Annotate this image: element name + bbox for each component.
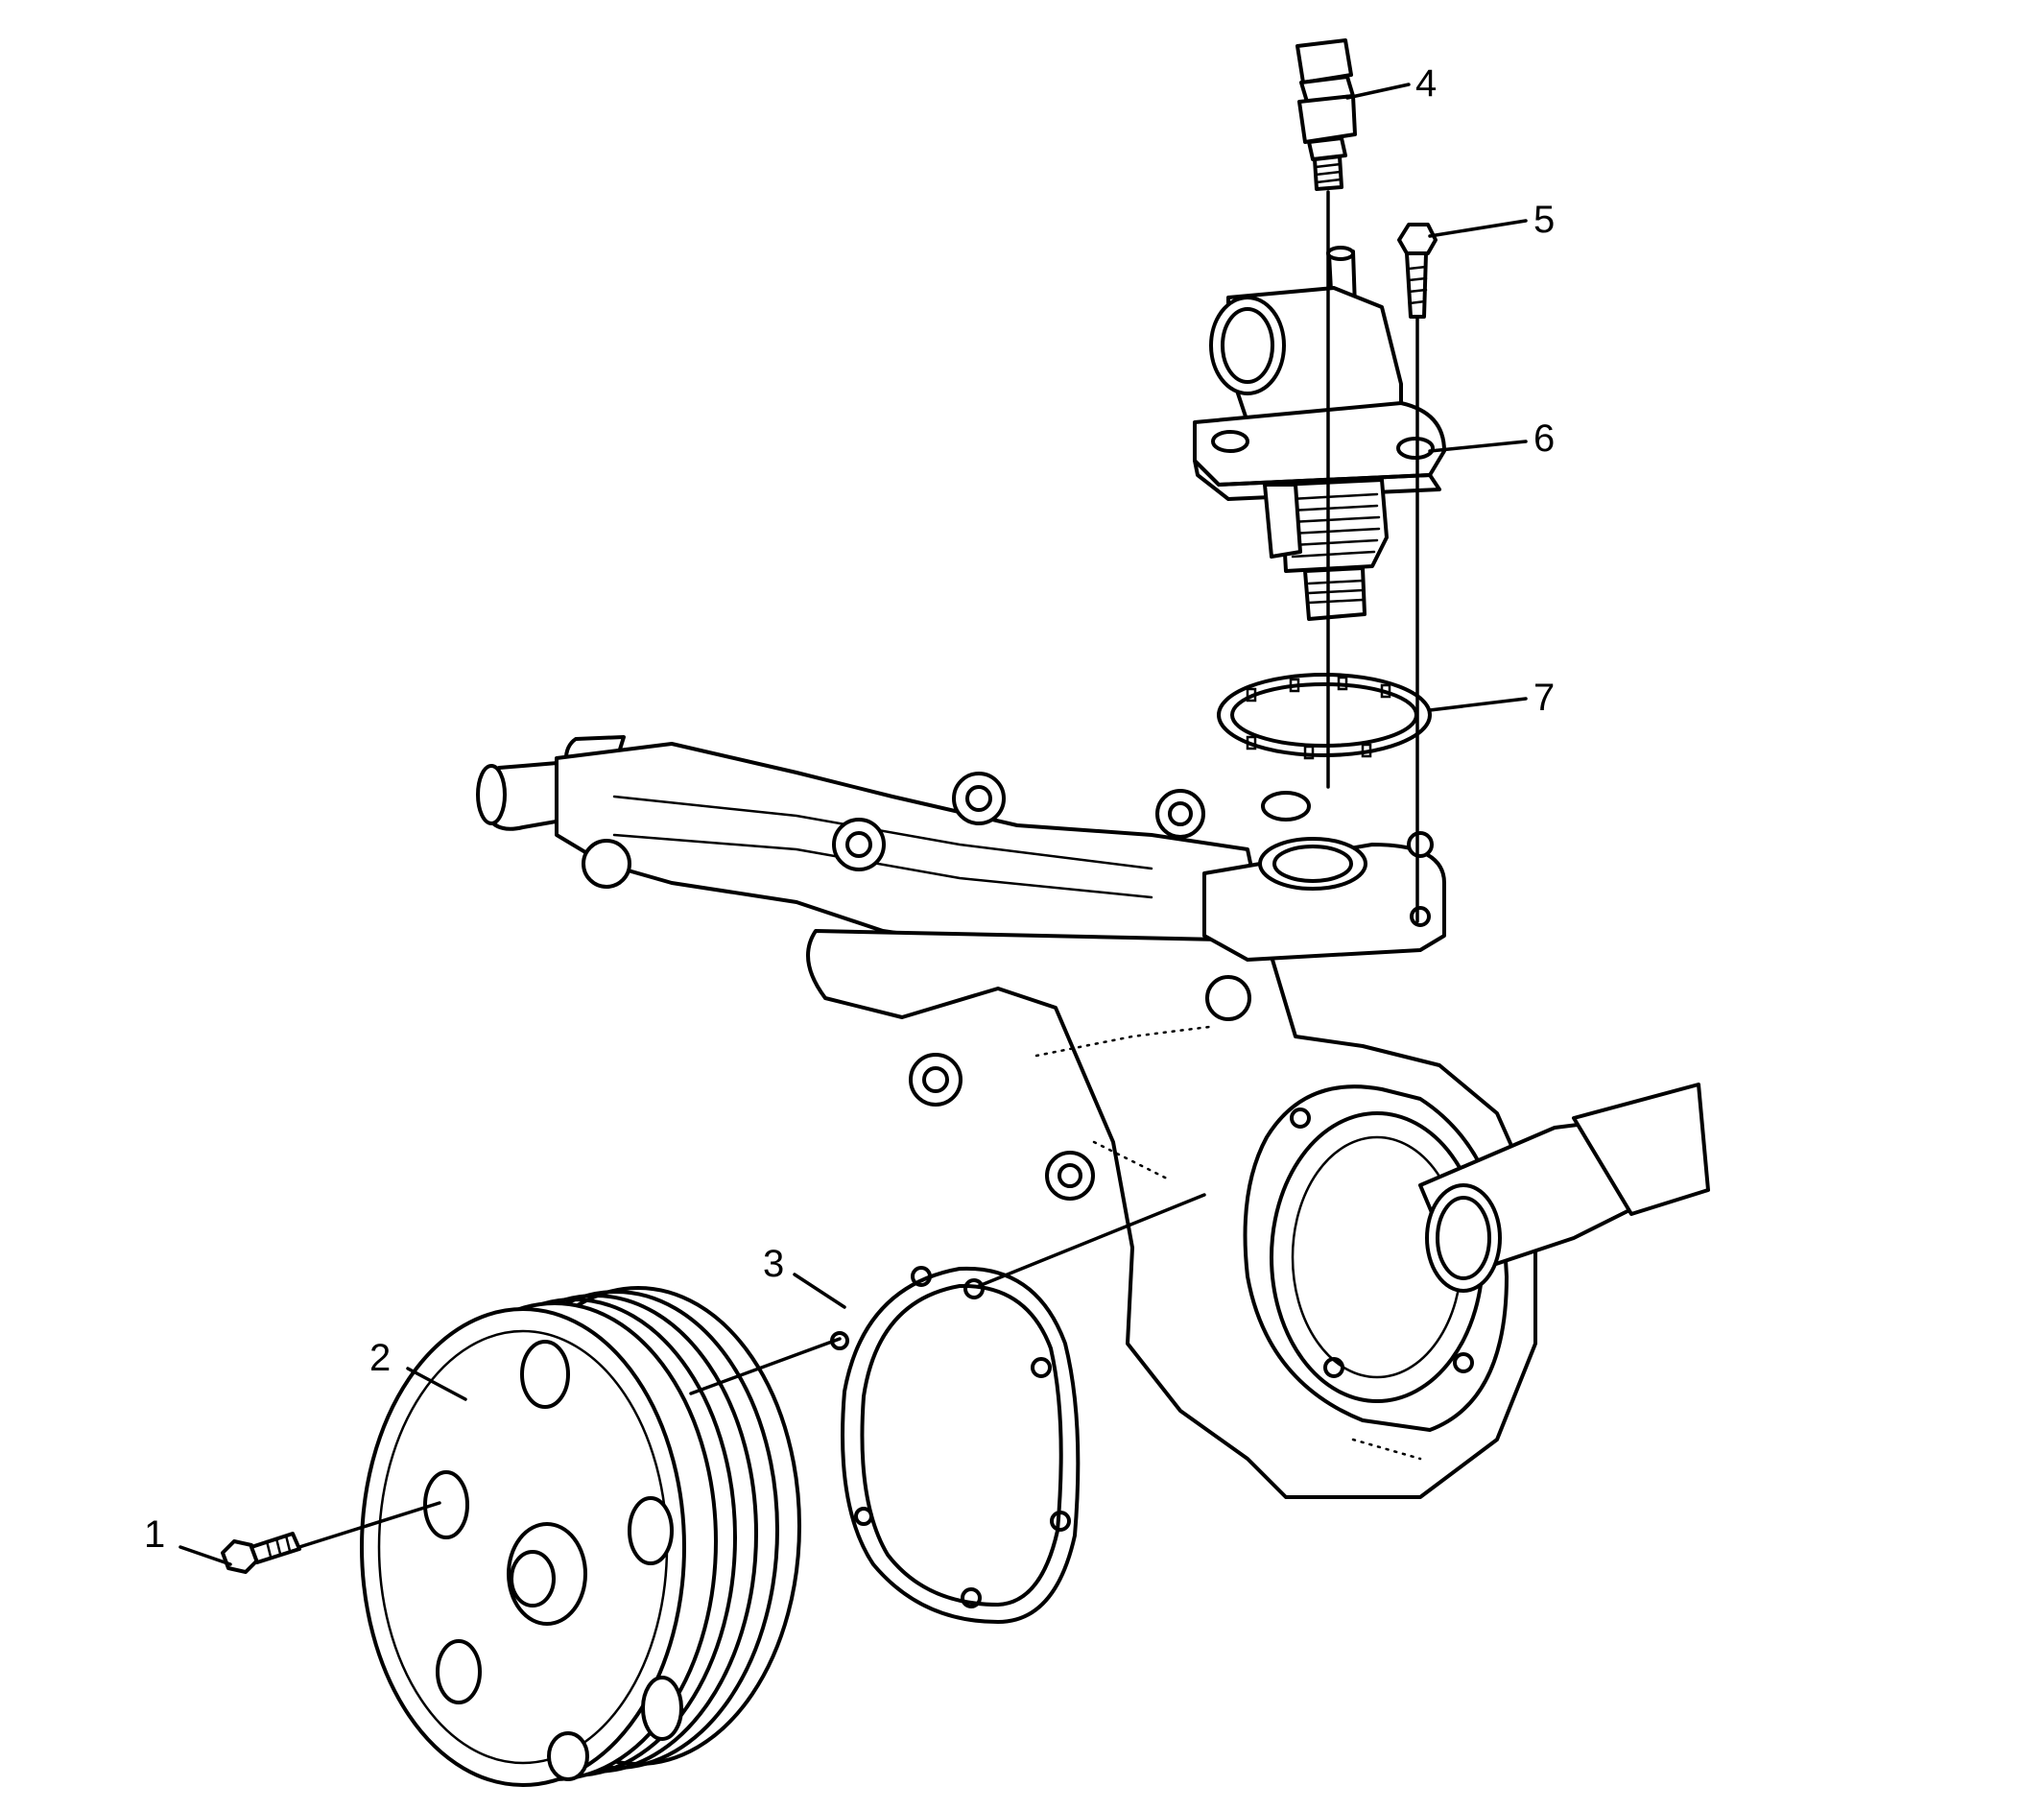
thermostat-seal: [1217, 673, 1432, 760]
thermostat-assembly: [1193, 246, 1446, 621]
callout-1: 1: [144, 1513, 165, 1556]
callout-3: 3: [763, 1243, 784, 1285]
callout-labels: 1 2 3 4 5 6 7: [144, 62, 1555, 1556]
callout-6: 6: [1533, 417, 1555, 460]
alignment-lines: [297, 190, 1419, 1549]
water-pump-pulley: [360, 1286, 801, 1787]
callout-4: 4: [1415, 62, 1437, 105]
water-pump-gasket: [830, 1266, 1081, 1624]
pulley-bolt: [221, 1532, 301, 1574]
coolant-temperature-sensor: [1295, 38, 1357, 191]
callout-7: 7: [1533, 677, 1555, 719]
callout-5: 5: [1533, 199, 1555, 241]
water-pump-housing: [476, 735, 1710, 1499]
thermostat-bolt: [1397, 223, 1438, 319]
callout-2: 2: [369, 1337, 391, 1379]
callout-leaders: [178, 83, 1528, 1566]
